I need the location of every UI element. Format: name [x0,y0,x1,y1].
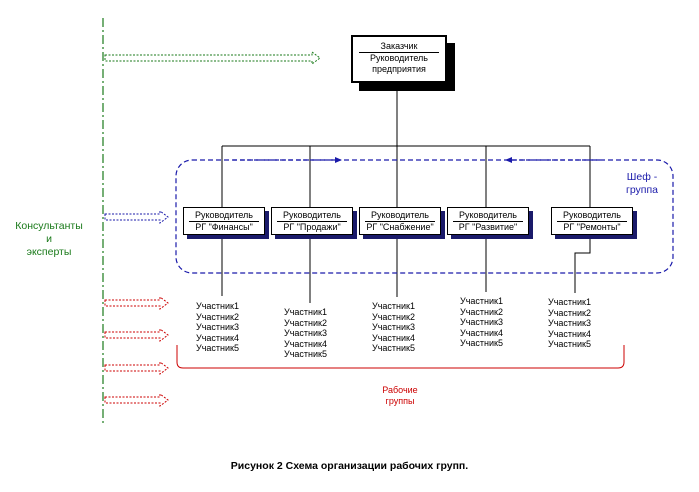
rg-box-role: Руководитель [453,208,523,222]
list-item: Участник5 [372,343,415,353]
list-item: Участник2 [372,311,415,322]
rg-box-name: РГ "Развитие" [458,222,518,232]
chef-group-label-line: группа [625,184,658,196]
rg-box-development: Руководитель РГ "Развитие" [447,207,529,235]
list-item: Участник4 [196,332,239,343]
rg-box-name: РГ "Снабжение" [366,222,434,232]
list-item: Участник5 [460,338,503,348]
list-item: Участник1 [460,296,503,306]
rg-box-finance: Руководитель РГ "Финансы" [183,207,265,235]
client-title: Заказчик [359,37,439,53]
org-connectors [221,81,591,303]
consultants-label-line: эксперты [26,246,72,258]
list-item: Участник2 [548,307,591,318]
arrow-consultants-to-client [104,51,321,65]
list-item: Участник3 [460,317,503,327]
list-item: Участник2 [284,317,327,328]
list-item: Участник3 [196,322,239,332]
rg-box-repairs: Руководитель РГ "Ремонты" [551,207,633,235]
rg-box-supply: Руководитель РГ "Снабжение" [359,207,441,235]
list-item: Участник1 [548,297,591,307]
list-item: Участник1 [196,301,239,311]
rg-box-role: Руководитель [277,208,347,222]
list-item: Участник2 [196,311,239,322]
work-groups-label-line: Рабочие [382,385,418,395]
client-subtitle: Руководитель предприятия [370,53,428,74]
chef-arrowhead-left [505,157,512,163]
work-group-sales-members: Участник1 Участник2 Участник3 Участник4 … [284,307,327,360]
list-item: Участник3 [284,328,327,338]
client-box: Заказчик Руководитель предприятия [351,35,447,83]
work-groups-label: Рабочие группы [370,385,430,407]
rg-box-role: Руководитель [557,208,627,222]
work-group-supply-members: Участник1 Участник2 Участник3 Участник4 … [372,301,415,354]
work-group-finance-members: Участник1 Участник2 Участник3 Участник4 … [196,301,239,354]
list-item: Участник5 [196,343,239,353]
chef-group-label-line: Шеф - [626,171,658,183]
list-item: Участник4 [284,338,327,349]
rg-box-sales: Руководитель РГ "Продажи" [271,207,353,235]
rg-box-role: Руководитель [189,208,259,222]
work-groups-label-line: группы [385,396,415,406]
list-item: Участник4 [460,327,503,338]
arrows-consultants-to-work-groups [104,296,169,407]
work-group-repairs-members: Участник1 Участник2 Участник3 Участник4 … [548,297,591,350]
consultants-label-line: Консультанты [15,220,83,232]
chef-group-boundary [175,159,674,274]
chef-group-label: Шеф - группа [618,171,666,197]
list-item: Участник5 [548,339,591,349]
rg-box-name: РГ "Ремонты" [563,222,621,232]
list-item: Участник5 [284,349,327,359]
rg-box-name: РГ "Продажи" [283,222,341,232]
chef-arrowhead-right [335,157,342,163]
rg-box-name: РГ "Финансы" [195,222,253,232]
arrow-consultants-to-chef-group [104,210,169,224]
list-item: Участник3 [548,318,591,328]
list-item: Участник1 [372,301,415,311]
list-item: Участник1 [284,307,327,317]
rg-box-role: Руководитель [365,208,435,222]
work-group-development-members: Участник1 Участник2 Участник3 Участник4 … [460,296,503,349]
list-item: Участник2 [460,306,503,317]
consultants-label-line: и [46,233,52,245]
list-item: Участник3 [372,322,415,332]
work-groups-bracket [176,345,625,369]
consultants-label: Консультанты и эксперты [6,220,92,259]
list-item: Участник4 [372,332,415,343]
list-item: Участник4 [548,328,591,339]
figure-caption: Рисунок 2 Схема организации рабочих груп… [230,460,469,472]
